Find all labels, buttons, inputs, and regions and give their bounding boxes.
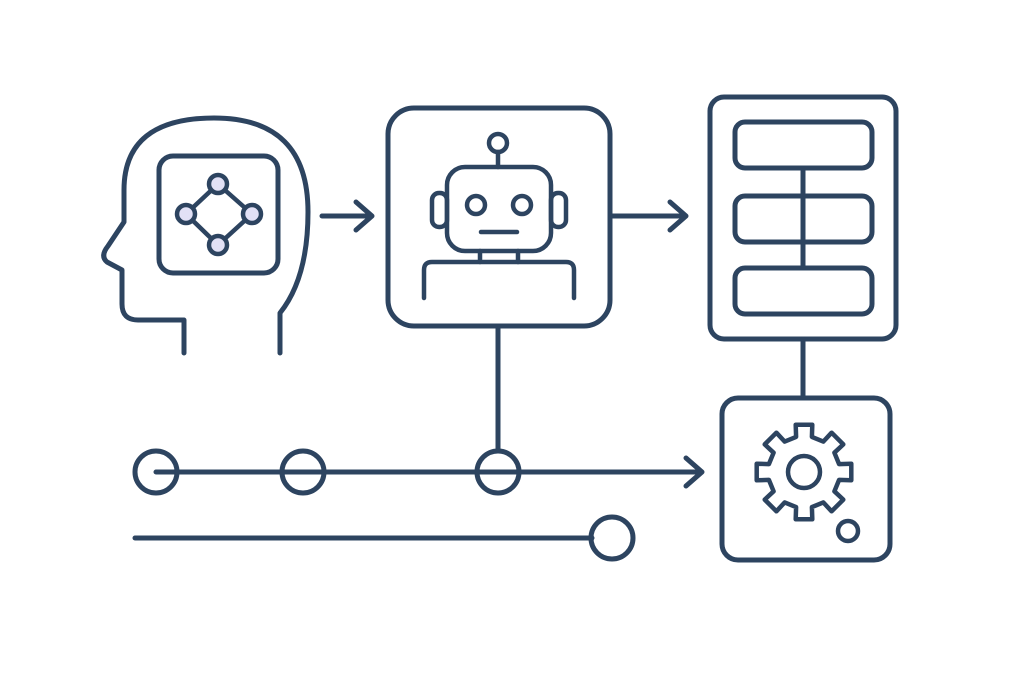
robot-eye xyxy=(510,193,534,217)
robot-eye xyxy=(464,193,488,217)
network-node xyxy=(174,202,198,226)
network-node xyxy=(206,233,230,257)
stack-block xyxy=(732,119,875,171)
gear-icon xyxy=(719,395,893,563)
human-head-icon xyxy=(101,115,311,356)
timeline-dot xyxy=(132,448,180,496)
timeline-dot xyxy=(588,514,636,562)
stack-block xyxy=(732,265,875,317)
robot-icon xyxy=(385,105,613,329)
stack-block xyxy=(732,193,875,245)
gear-shape xyxy=(754,422,854,522)
arrow-right-icon xyxy=(609,199,689,233)
status-dot xyxy=(835,518,861,544)
robot-body xyxy=(421,259,577,301)
timeline-line xyxy=(153,455,705,489)
timeline-dot xyxy=(279,448,327,496)
timeline-main xyxy=(132,448,705,496)
robot-head xyxy=(444,164,554,254)
network-node xyxy=(206,172,230,196)
timeline-secondary xyxy=(132,514,636,562)
network-graph-icon xyxy=(174,172,264,257)
network-board xyxy=(156,153,281,276)
robot-antenna xyxy=(486,131,510,155)
head-silhouette xyxy=(101,115,311,356)
network-node xyxy=(240,202,264,226)
gear-panel xyxy=(719,395,893,563)
timeline-dot xyxy=(474,448,522,496)
arrow-right-icon xyxy=(319,199,375,233)
gear-hub xyxy=(785,453,823,491)
stacked-blocks-icon xyxy=(707,94,899,342)
robot-panel xyxy=(385,105,613,329)
